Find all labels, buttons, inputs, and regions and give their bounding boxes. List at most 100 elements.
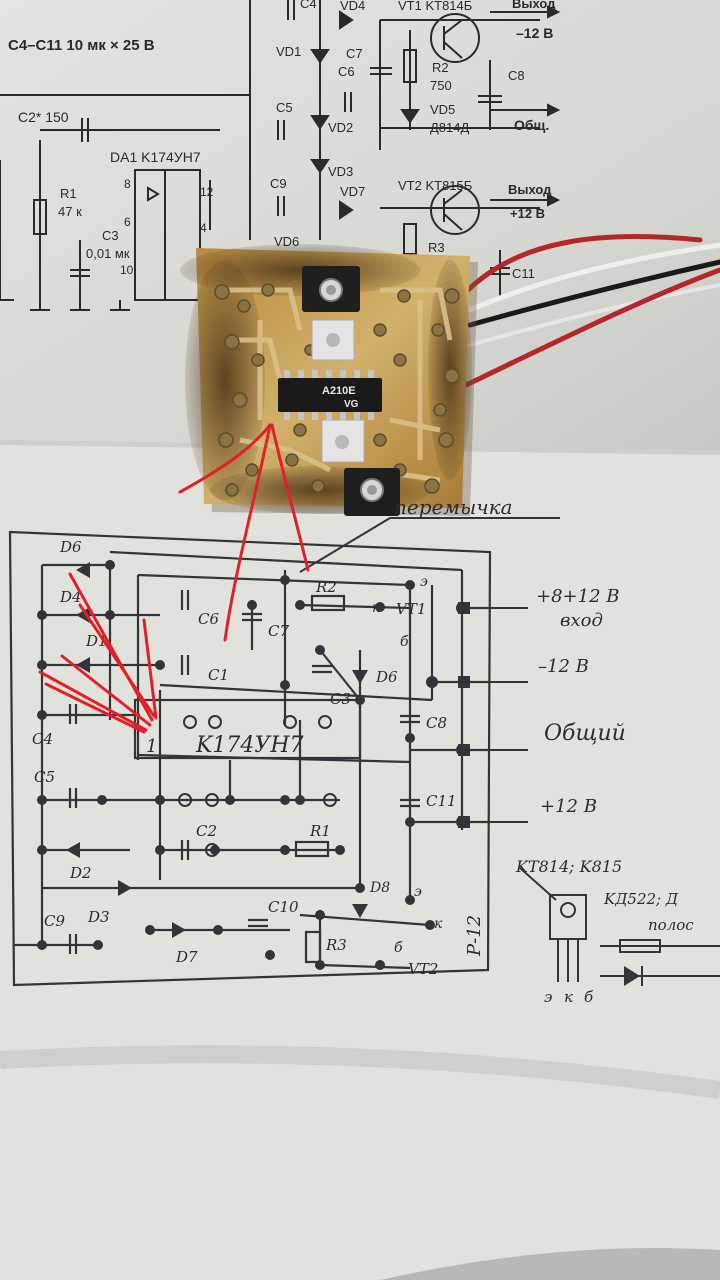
label-c9: C9 [270, 176, 287, 191]
label-r1: R1 [309, 822, 331, 840]
label-vd2: VD2 [328, 120, 353, 135]
label-c2: C2 [196, 822, 217, 840]
chip-marking-2: VG [344, 399, 359, 410]
wire-red-2 [463, 267, 720, 388]
label-r3: R3 [428, 240, 445, 255]
label-da1: DA1 K174УН7 [110, 149, 201, 165]
label-jumper: перемычка [394, 495, 513, 519]
label-c4: C4 [300, 0, 317, 11]
label-c8: C8 [508, 68, 525, 83]
label-c8: C8 [426, 714, 447, 732]
wire-red-1 [465, 234, 703, 293]
label-vt1: VT1 KT814Б [398, 0, 472, 13]
label-c2: C2* 150 [18, 109, 69, 125]
label-c5: C5 [276, 100, 293, 115]
label-pin-1: 1 [146, 736, 157, 757]
label-c7: C7 [346, 46, 363, 61]
label-c6: C6 [338, 64, 355, 79]
label-k-top: к [372, 600, 381, 616]
label-vd1: VD1 [276, 44, 301, 59]
label-plus-12: +12 В [540, 796, 597, 817]
label-b-top: б [400, 634, 409, 650]
top-schematic-labels: C4–C11 10 мк × 25 В C2* 150 DA1 K174УН7 … [8, 0, 556, 281]
label-r3: R3 [325, 936, 347, 954]
wire-black [467, 259, 720, 328]
label-vd5-value: Д814Д [430, 120, 469, 135]
red-mark-d4 [78, 603, 156, 718]
label-vt2: VT2 KT815Б [398, 178, 472, 193]
label-c1: C1 [208, 666, 229, 684]
label-d2: D2 [69, 864, 92, 882]
label-c9: C9 [44, 912, 65, 930]
label-c11: C11 [426, 792, 457, 810]
label-vd5: VD5 [430, 102, 455, 117]
fold-shadow [0, 1045, 720, 1099]
label-pin-e: э [544, 988, 552, 1006]
ic-chip: A210E VG [278, 370, 382, 420]
top-header-line: C4–C11 10 мк × 25 В [8, 37, 155, 54]
label-d6-left: D6 [59, 538, 82, 556]
label-c3-value: 0,01 мк [86, 246, 130, 261]
red-mark-d6 [68, 572, 154, 722]
label-d6-right: D6 [375, 668, 398, 686]
label-c3: C3 [102, 228, 119, 243]
wires [463, 234, 720, 388]
bottom-edge [380, 1248, 720, 1280]
pin-12: 12 [200, 185, 214, 199]
label-minus-12: –12 В [538, 656, 589, 677]
label-d3: D3 [87, 908, 110, 926]
label-e-top: э [420, 574, 428, 590]
label-out-pos-value: +12 В [510, 206, 545, 221]
pcb-board: A210E VG [180, 244, 478, 516]
red-mark-c4b [44, 682, 146, 734]
label-c10: C10 [268, 898, 299, 916]
pin-6: 6 [124, 215, 131, 229]
top-schematic [0, 0, 561, 311]
transistor-top [302, 266, 360, 361]
wire-white-2 [468, 283, 720, 347]
label-c11: C11 [512, 266, 535, 281]
label-ic: K174УН7 [195, 733, 304, 758]
red-mark-vertical [142, 618, 158, 720]
label-e-mid: э [414, 884, 422, 900]
label-c6: C6 [198, 610, 219, 628]
label-r1: R1 [60, 186, 77, 201]
top-paper-sheet [0, 0, 720, 450]
label-input-word: вход [560, 610, 603, 631]
label-r2: R2 [315, 578, 337, 596]
label-d8: D8 [369, 880, 390, 896]
label-pin-k: к [564, 988, 573, 1006]
wire-white-1 [467, 242, 720, 313]
label-r2: R2 [432, 60, 449, 75]
label-vd4: VD4 [340, 0, 365, 13]
label-vt2: VT2 [408, 960, 438, 978]
red-mark-c4a [38, 670, 148, 732]
label-r1-value: 47 к [58, 204, 82, 219]
label-k-bottom: к [434, 916, 443, 932]
red-mark-pcb-to-c1 [223, 423, 272, 642]
label-out-pos: Выход [508, 182, 552, 197]
pcb-solder-pads [214, 283, 460, 497]
label-band: полос [648, 916, 694, 934]
label-vd7: VD7 [340, 184, 365, 199]
label-c3: C3 [330, 690, 351, 708]
pin-10: 10 [120, 263, 134, 277]
pin-4: 4 [200, 221, 207, 235]
label-transistor-title: KT814; K815 [515, 857, 622, 876]
label-vd3: VD3 [328, 164, 353, 179]
label-common-top: Общ. [514, 117, 549, 133]
red-mark-pcb-to-jumper [270, 423, 310, 572]
label-board-id: Р-12 [464, 915, 485, 957]
label-out-neg: Выход [512, 0, 556, 11]
label-d4: D4 [59, 588, 82, 606]
pinout-inset: KT814; K815 э к б KД522; Д полос [515, 857, 720, 1006]
label-b-bottom: б [394, 940, 403, 956]
output-leaders [299, 517, 560, 823]
label-c5: C5 [34, 768, 55, 786]
transistor-bottom [321, 419, 400, 516]
label-r2-value: 750 [430, 78, 452, 93]
bottom-schematic-labels: перемычка +8+12 В вход –12 В Общий +12 В… [32, 495, 626, 978]
bottom-schematic-parts [37, 560, 470, 970]
label-pin-b: б [584, 988, 594, 1006]
